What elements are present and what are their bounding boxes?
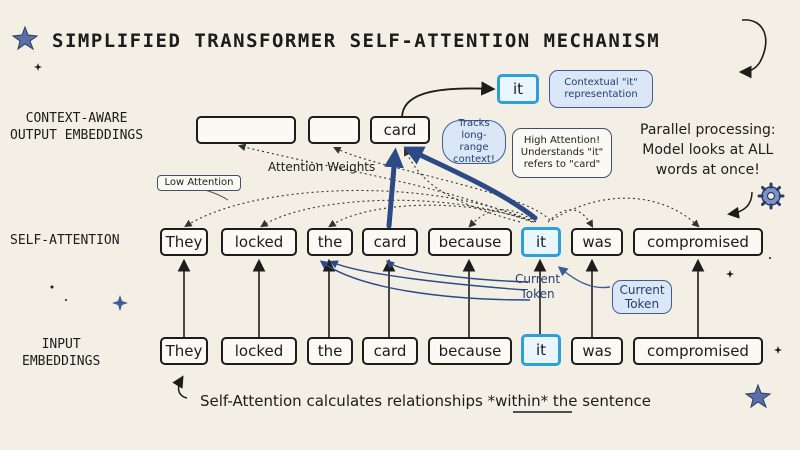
input-token: They bbox=[160, 337, 208, 365]
input-token: locked bbox=[221, 337, 297, 365]
note-line: Current bbox=[515, 272, 561, 286]
note-line: Current bbox=[619, 283, 665, 297]
attention-token-current: it bbox=[521, 227, 561, 257]
note-line: Contextual "it" bbox=[564, 77, 638, 88]
note-line: refers to "card" bbox=[523, 159, 601, 170]
input-row-label: INPUT EMBEDDINGS bbox=[22, 336, 100, 370]
current-token-note: Current Token bbox=[612, 280, 672, 314]
current-token-label: Current Token bbox=[515, 272, 560, 302]
current-token-arrows bbox=[319, 260, 611, 301]
attention-token: the bbox=[307, 228, 353, 256]
note-line: Understands "it" bbox=[520, 147, 604, 158]
footer-text-before: Self-Attention calculates relationships bbox=[200, 392, 488, 410]
output-embedding-box bbox=[196, 116, 296, 144]
output-label-line1: CONTEXT-AWARE bbox=[25, 111, 128, 126]
note-line: Token bbox=[520, 287, 555, 301]
input-token-current: it bbox=[521, 334, 561, 366]
attention-token: card bbox=[362, 228, 418, 256]
footer-text-emph: *within* bbox=[487, 392, 549, 410]
input-label-line1: INPUT bbox=[41, 337, 81, 352]
page-title: SIMPLIFIED TRANSFORMER SELF-ATTENTION ME… bbox=[52, 30, 661, 52]
footer-text-after: the sentence bbox=[548, 392, 651, 410]
note-line: words at once! bbox=[655, 162, 760, 178]
note-line: context! bbox=[453, 154, 495, 165]
output-embedding-box bbox=[308, 116, 360, 144]
output-embedding-it: it bbox=[497, 74, 539, 104]
high-attention-note: High Attention! Understands "it" refers … bbox=[512, 128, 612, 178]
note-line: Model looks at ALL bbox=[642, 142, 774, 158]
tracks-context-note: Tracks long-range context! bbox=[442, 118, 506, 165]
note-line: long-range bbox=[459, 130, 489, 153]
attention-token: because bbox=[428, 228, 512, 256]
contextual-it-note: Contextual "it" representation bbox=[549, 70, 653, 108]
attention-weights-label: Attention Weights bbox=[268, 160, 376, 174]
footer-caption: Self-Attention calculates relationships … bbox=[200, 392, 651, 410]
input-token: was bbox=[571, 337, 623, 365]
low-attention-label: Low Attention bbox=[157, 175, 241, 191]
output-label-line2: OUTPUT EMBEDDINGS bbox=[10, 128, 144, 143]
title-swirl-arrow bbox=[738, 19, 767, 79]
attention-token: locked bbox=[221, 228, 297, 256]
note-line: Parallel processing: bbox=[640, 122, 776, 138]
attention-token: was bbox=[571, 228, 623, 256]
card-to-it-arrow bbox=[401, 81, 496, 119]
input-token: compromised bbox=[633, 337, 763, 365]
low-attention-pointer bbox=[204, 189, 229, 201]
note-line: High Attention! bbox=[523, 135, 601, 146]
note-line: Token bbox=[624, 297, 660, 311]
input-label-line2: EMBEDDINGS bbox=[22, 354, 101, 369]
attention-token: compromised bbox=[633, 228, 763, 256]
attention-token: They bbox=[160, 228, 208, 256]
input-token: because bbox=[428, 337, 512, 365]
parallel-processing-note: Parallel processing: Model looks at ALL … bbox=[640, 120, 776, 180]
output-embedding-card: card bbox=[370, 116, 430, 144]
note-line: representation bbox=[564, 89, 638, 100]
input-token: the bbox=[307, 337, 353, 365]
parallel-note-arrow bbox=[727, 191, 753, 219]
output-row-label: CONTEXT-AWARE OUTPUT EMBEDDINGS bbox=[10, 110, 143, 144]
footer-curl-arrow bbox=[172, 375, 188, 399]
input-token: card bbox=[362, 337, 418, 365]
self-attention-row-label: SELF-ATTENTION bbox=[10, 233, 120, 248]
note-line: Tracks bbox=[458, 118, 490, 129]
dotted-attention-lines bbox=[184, 143, 700, 228]
gear-icon bbox=[757, 182, 785, 210]
